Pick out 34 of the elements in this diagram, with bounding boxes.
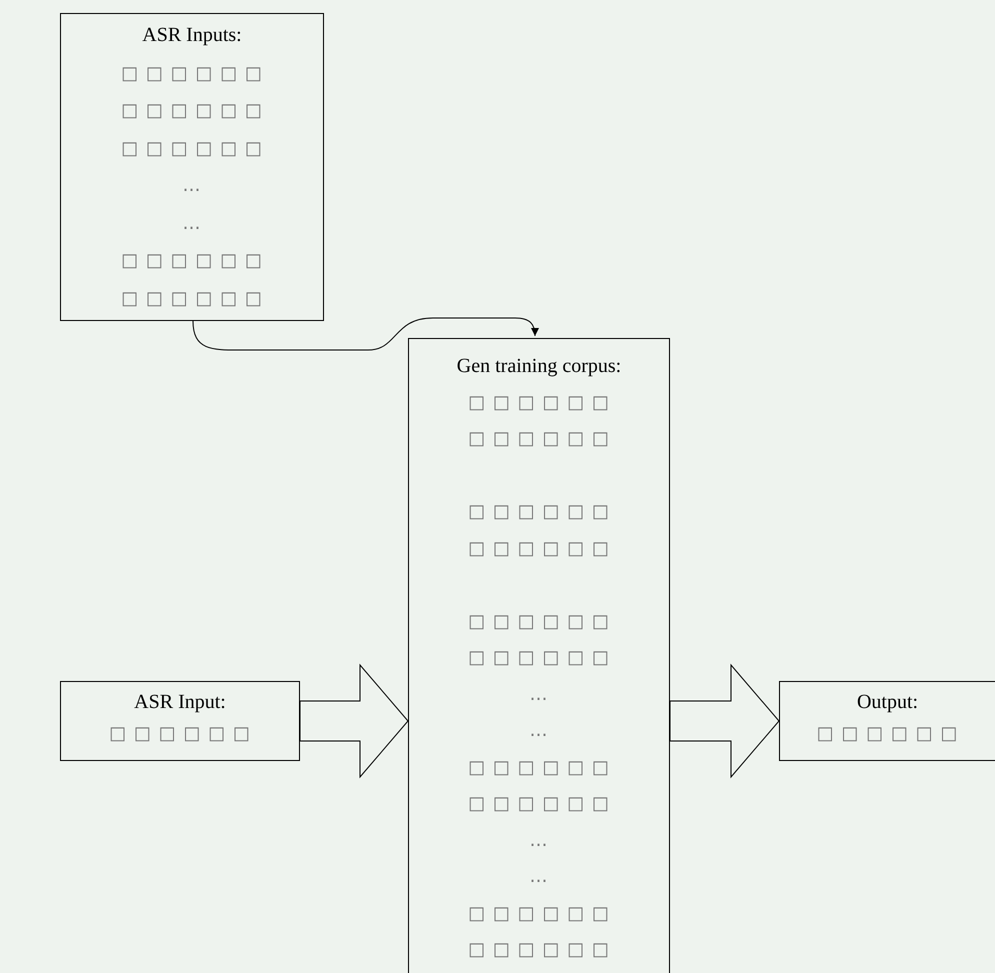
block-arrow — [670, 664, 780, 778]
content-line: □ □ □ □ □ □ — [468, 536, 610, 560]
content-line: □ □ □ □ □ □ — [121, 286, 263, 310]
content-line: … — [530, 828, 548, 852]
content-line: … — [530, 682, 548, 706]
text-box — [60, 13, 324, 321]
content-line: □ □ □ □ □ □ — [468, 610, 610, 634]
content-line: □ □ □ □ □ □ — [468, 646, 610, 670]
content-line: □ □ □ □ □ □ — [109, 722, 251, 746]
content-line: □ □ □ □ □ □ — [121, 99, 263, 123]
content-line: □ □ □ □ □ □ — [468, 390, 610, 414]
content-line: □ □ □ □ □ □ — [468, 938, 610, 962]
content-line: □ □ □ □ □ □ — [468, 500, 610, 524]
content-line: □ □ □ □ □ □ — [468, 756, 610, 780]
content-line: □ □ □ □ □ □ — [121, 249, 263, 273]
text-box — [60, 681, 300, 761]
text-box — [408, 338, 670, 973]
content-line: … — [530, 865, 548, 889]
text-box — [779, 681, 995, 761]
block-arrow — [300, 664, 409, 778]
content-line: □ □ □ □ □ □ — [816, 722, 958, 746]
content-line: … — [182, 212, 202, 236]
content-line: □ □ □ □ □ □ — [121, 136, 263, 160]
content-line: … — [530, 719, 548, 743]
box-heading: ASR Input: — [134, 690, 226, 715]
content-line: □ □ □ □ □ □ — [121, 62, 263, 86]
content-line: □ □ □ □ □ □ — [468, 902, 610, 926]
curved-arrow — [192, 318, 539, 350]
content-line: … — [182, 174, 202, 198]
box-heading: Gen training corpus: — [456, 354, 622, 379]
content-line: □ □ □ □ □ □ — [468, 427, 610, 451]
content-line: □ □ □ □ □ □ — [468, 792, 610, 816]
box-heading: Output: — [856, 690, 918, 715]
box-heading: ASR Inputs: — [142, 23, 242, 48]
